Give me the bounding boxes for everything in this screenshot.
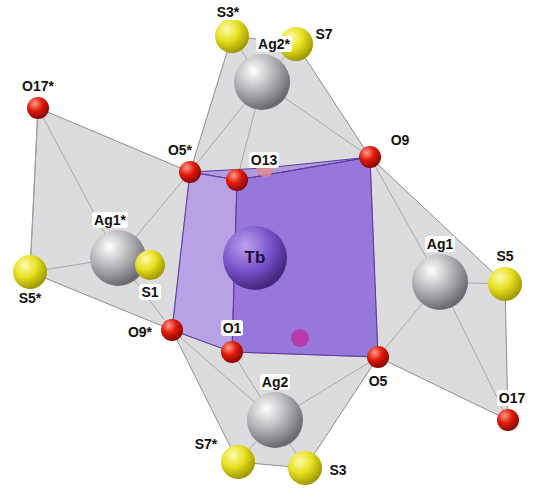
atom-label: S1: [139, 284, 160, 300]
oxygen-atom-back: [291, 329, 309, 347]
atom-label: O9: [389, 132, 412, 148]
atom-label: Ag2*: [256, 36, 292, 52]
atom-label: Ag1*: [92, 212, 128, 228]
sulfur-atoms: [13, 19, 522, 485]
atom-label: S5*: [17, 290, 44, 306]
atom-label: O17: [497, 390, 527, 406]
atom-label: S3: [327, 462, 348, 478]
silver-atoms: [90, 54, 468, 448]
atom-label: O17*: [20, 78, 56, 94]
atom-label: S5: [494, 248, 515, 264]
atom-label: O9*: [126, 324, 154, 340]
silver-polyhedra: [30, 36, 508, 468]
oxygen-atoms: [27, 97, 519, 431]
atom-label: Ag2: [260, 374, 290, 390]
atom-label: S7*: [193, 436, 220, 452]
silver-bonds: [30, 36, 508, 468]
atom-label: S3*: [215, 4, 242, 20]
terbium-polyhedron: [172, 157, 378, 357]
atom-label: S7: [313, 26, 334, 42]
terbium-atom: [223, 226, 287, 290]
atom-label: O5: [367, 373, 390, 389]
atom-label: O5*: [166, 142, 194, 158]
central-atom-label: Tb: [243, 250, 268, 266]
atom-label: O1: [221, 320, 244, 336]
atom-label: Ag1: [425, 236, 455, 252]
atom-label: O13: [249, 152, 279, 168]
